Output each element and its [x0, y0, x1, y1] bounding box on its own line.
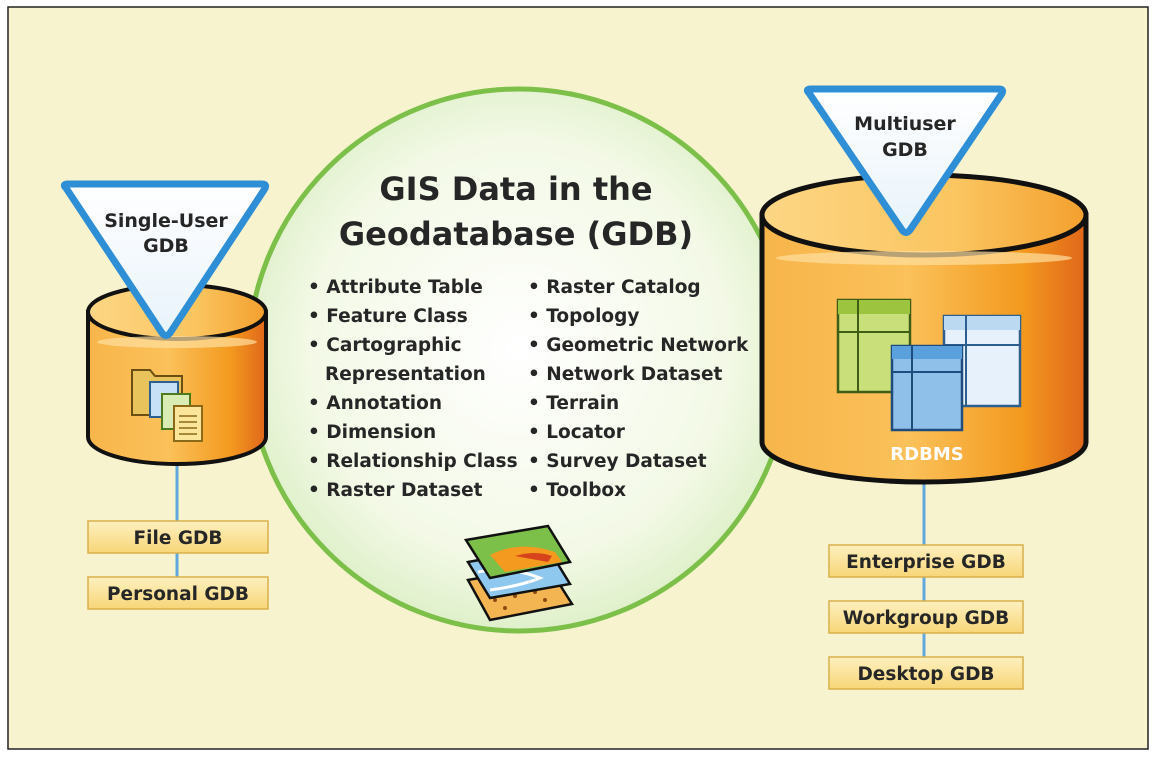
- list-item: • Cartographic: [308, 335, 462, 356]
- list-item: • Dimension: [308, 422, 436, 443]
- list-item: • Toolbox: [528, 480, 626, 501]
- center-left-list: • Attribute Table • Feature Class • Cart…: [308, 277, 518, 501]
- list-item: • Network Dataset: [528, 364, 723, 385]
- desktop-gdb-label: Desktop GDB: [857, 664, 994, 685]
- list-item: • Feature Class: [308, 306, 468, 327]
- list-item: • Topology: [528, 306, 639, 327]
- list-item: • Geometric Network: [528, 335, 749, 356]
- tables-icon: [836, 298, 1022, 432]
- file-gdb-label: File GDB: [134, 528, 223, 549]
- center-right-list: • Raster Catalog • Topology • Geometric …: [528, 277, 749, 501]
- multiuser-box-enterprise-gdb: Enterprise GDB: [828, 544, 1024, 578]
- multiuser-label-line1: Multiuser: [854, 113, 956, 135]
- single-user-box-file-gdb: File GDB: [87, 520, 269, 554]
- single-user-triangle: Single-User GDB: [60, 180, 270, 339]
- enterprise-gdb-label: Enterprise GDB: [846, 552, 1006, 573]
- personal-gdb-label: Personal GDB: [107, 584, 249, 605]
- multiuser-cylinder: [759, 172, 1089, 485]
- list-item: Representation: [325, 364, 486, 385]
- workgroup-gdb-label: Workgroup GDB: [843, 608, 1009, 629]
- multiuser-label-line2: GDB: [882, 139, 928, 161]
- list-item: • Annotation: [308, 393, 442, 414]
- list-item: • Locator: [528, 422, 626, 443]
- multiuser-triangle: Multiuser GDB: [803, 85, 1007, 236]
- folder-documents-icon: [131, 369, 203, 442]
- multiuser-box-workgroup-gdb: Workgroup GDB: [828, 600, 1024, 634]
- multiuser-box-desktop-gdb: Desktop GDB: [828, 656, 1024, 690]
- list-item: • Survey Dataset: [528, 451, 707, 472]
- center-title-line2: Geodatabase (GDB): [339, 215, 693, 253]
- single-user-label-line1: Single-User: [104, 210, 228, 232]
- rdbms-label: RDBMS: [890, 444, 963, 465]
- list-item: • Relationship Class: [308, 451, 518, 472]
- center-title-line1: GIS Data in the: [379, 170, 652, 208]
- list-item: • Raster Catalog: [528, 277, 701, 298]
- list-item: • Attribute Table: [308, 277, 483, 298]
- single-user-label-line2: GDB: [143, 235, 189, 257]
- layered-map-icon: [463, 524, 575, 622]
- single-user-box-personal-gdb: Personal GDB: [87, 576, 269, 610]
- list-item: • Terrain: [528, 393, 619, 414]
- list-item: • Raster Dataset: [308, 480, 483, 501]
